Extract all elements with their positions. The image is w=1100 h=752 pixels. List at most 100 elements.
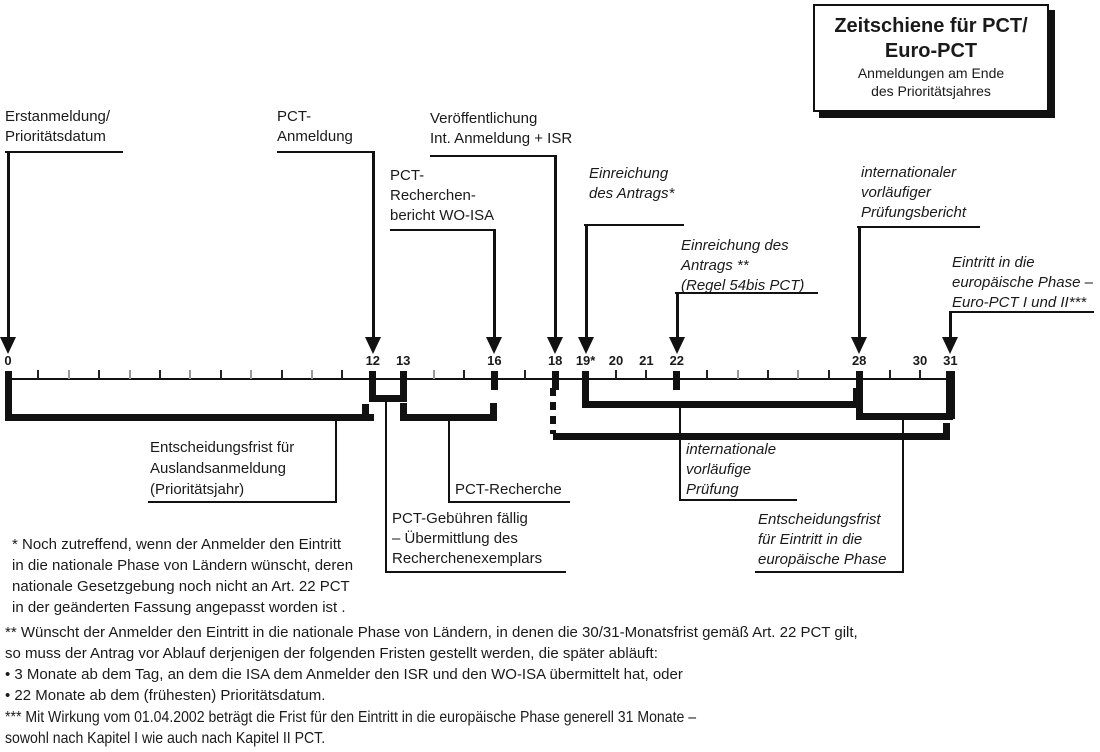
label-line: Int. Anmeldung + ISR — [430, 130, 573, 147]
footnote-3: *** Mit Wirkung vom 01.04.2002 beträgt d… — [5, 707, 790, 749]
footnote-2: ** Wünscht der Anmelder den Eintritt in … — [5, 622, 858, 706]
bar-eu-frist — [856, 413, 953, 420]
label-entscheidungsfrist-ausland: Entscheidungsfrist für Auslandsanmeldung… — [150, 437, 294, 500]
tick-month-18 — [551, 371, 559, 390]
tick-month-5 — [159, 370, 161, 379]
label-einreichung-antrag-2: Einreichung des Antrags ** (Regel 54bis … — [681, 236, 804, 296]
tick-month-8 — [250, 370, 253, 379]
arrow-head-month-18 — [547, 337, 563, 354]
label-line: Auslandsanmeldung — [150, 460, 286, 477]
tick-label-month-30: 30 — [912, 353, 928, 368]
underline-pct-recherche — [448, 501, 570, 503]
arrow-month-31 — [948, 312, 952, 339]
tick-month-20 — [615, 370, 617, 379]
connector-entscheidungsfrist-ausland — [335, 421, 337, 502]
tick-month-17 — [523, 370, 526, 379]
tick-month-30 — [919, 370, 921, 379]
tick-label-month-18: 18 — [547, 353, 563, 368]
tick-label-month-28: 28 — [851, 353, 867, 368]
label-line: PCT-Recherche — [455, 481, 562, 498]
tick-month-11 — [341, 370, 344, 379]
tick-month-25 — [767, 370, 769, 379]
arrow-month-12 — [371, 151, 375, 339]
tick-month-29 — [888, 370, 891, 379]
tick-label-month-16: 16 — [487, 353, 502, 368]
connector-pct-recherchenbericht — [390, 229, 496, 231]
label-line: Einreichung des — [681, 237, 789, 254]
arrow-head-month-16 — [486, 337, 502, 354]
footnote-line: • 3 Monate ab dem Tag, an dem die ISA de… — [5, 666, 683, 683]
tick-month-7 — [219, 370, 222, 379]
footnote-line: • 22 Monate ab dem (frühesten) Priorität… — [5, 687, 326, 704]
tick-month-12 — [369, 371, 377, 390]
label-einreichung-antrag-1: Einreichung des Antrags* — [589, 164, 674, 204]
tick-label-month-21: 21 — [639, 353, 654, 368]
tick-month-26 — [797, 370, 800, 379]
bar-prioritaetsjahr-left-end — [5, 389, 12, 421]
label-line: Einreichung — [589, 165, 669, 182]
label-line: vorläufige — [686, 461, 752, 478]
label-line: des Antrags* — [589, 185, 675, 202]
label-line: Veröffentlichung — [430, 110, 538, 127]
label-line: Antrags ** — [681, 257, 749, 274]
arrow-head-month-12 — [365, 337, 381, 354]
label-pct-recherchenbericht: PCT- Recherchen- bericht WO-ISA — [390, 166, 494, 226]
label-veroeffentlichung: Veröffentlichung Int. Anmeldung + ISR — [430, 109, 572, 149]
tick-month-10 — [311, 370, 313, 379]
arrow-head-month-31 — [942, 337, 958, 354]
arrow-head-month-19 — [578, 337, 594, 354]
bar-recherche-right-end — [490, 403, 497, 421]
label-line: (Regel 54bis PCT) — [681, 277, 805, 294]
label-line: Entscheidungsfrist für — [150, 439, 295, 456]
diagram-title-line: Euro-PCT — [884, 40, 978, 62]
label-line: Erstanmeldung/ — [5, 108, 111, 125]
tick-month-9 — [280, 370, 283, 379]
label-line: internationaler — [861, 164, 957, 181]
label-pct-anmeldung: PCT- Anmeldung — [277, 107, 353, 147]
tick-label-month-20: 20 — [608, 353, 624, 368]
footnote-line: nationale Gesetzgebung noch nicht an Art… — [12, 578, 350, 595]
tick-month-0 — [4, 371, 12, 390]
bar-gebuehren — [369, 395, 407, 402]
label-pct-recherche: PCT-Recherche — [455, 480, 562, 500]
tick-label-month-31: 31 — [943, 353, 958, 368]
footnote-line: ** Wünscht der Anmelder den Eintritt in … — [5, 624, 858, 641]
label-int-pruefungsbericht: internationaler vorläufiger Prüfungsberi… — [861, 163, 966, 223]
tick-month-21 — [645, 370, 648, 379]
tick-label-month-19: 19* — [575, 353, 596, 368]
tick-month-14 — [432, 370, 435, 379]
underline-int-vorl-pruefung — [679, 499, 797, 501]
connector-int-pruefungsbericht — [857, 226, 980, 228]
tick-month-13 — [399, 371, 407, 390]
connector-entscheidungsfrist-eu — [902, 420, 904, 572]
connector-pct-anmeldung — [277, 151, 375, 153]
arrow-month-0 — [6, 151, 10, 339]
label-line: internationale — [686, 441, 777, 458]
connector-veroeffentlichung — [430, 155, 557, 157]
footnote-line: so muss der Antrag vor Ablauf derjenigen… — [5, 645, 658, 662]
bar-euro-pct-phase-right-end — [943, 423, 950, 440]
label-line: bericht WO-ISA — [390, 207, 495, 224]
tick-month-24 — [736, 370, 739, 379]
bar-prioritaetsjahr-right-end — [362, 404, 369, 421]
connector-einreichung-antrag-1 — [584, 224, 684, 226]
label-line: Euro-PCT I und II*** — [952, 294, 1087, 311]
bar-ipe — [582, 401, 860, 408]
connector-pct-recherche — [448, 421, 450, 502]
tick-month-31 — [945, 371, 955, 419]
label-line: PCT- — [277, 108, 312, 125]
connector-eintritt-eu-phase — [949, 311, 1094, 313]
footnote-line: in die nationale Phase von Ländern wünsc… — [12, 557, 354, 574]
diagram-subtitle-line: des Prioritätsjahres — [871, 83, 991, 99]
footnote-line: *** Mit Wirkung vom 01.04.2002 beträgt d… — [5, 709, 697, 726]
bar-recherche — [400, 414, 497, 421]
bar-prioritaetsjahr — [5, 414, 374, 421]
connector-pct-gebuehren — [385, 402, 387, 573]
arrow-month-22 — [675, 292, 679, 339]
label-int-vorl-pruefung: internationale vorläufige Prüfung — [686, 440, 776, 500]
underline-entscheidungsfrist-eu — [755, 571, 904, 573]
label-line: vorläufiger — [861, 184, 932, 201]
tick-label-month-13: 13 — [395, 353, 411, 368]
label-line: Eintritt in die — [952, 254, 1035, 271]
footnote-line: in der geänderten Fassung angepasst word… — [12, 599, 346, 616]
